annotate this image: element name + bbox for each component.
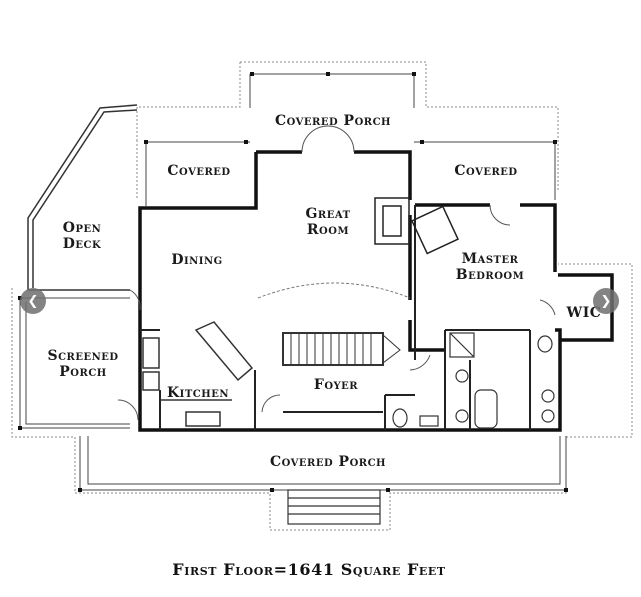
label-covered-right: Covered (454, 163, 517, 179)
label-dining: Dining (171, 252, 222, 268)
label-great-room-1: Great (305, 206, 350, 222)
label-open-deck-2: Deck (63, 236, 101, 252)
label-kitchen: Kitchen (167, 385, 229, 401)
label-covered-porch-bottom: Covered Porch (270, 454, 386, 470)
porch-posts (18, 72, 568, 492)
label-screened-porch-1: Screened (47, 348, 118, 364)
front-steps (287, 489, 381, 525)
label-open-deck-1: Open (63, 220, 101, 236)
chevron-left-icon[interactable]: ❮ (20, 288, 46, 314)
interior-walls (140, 205, 531, 430)
chevron-right-icon[interactable]: ❯ (593, 288, 619, 314)
floor-caption: First Floor=1641 Square Feet (172, 560, 446, 579)
label-master-bedroom-2: Bedroom (456, 267, 524, 283)
room-arc (257, 282, 411, 299)
label-covered-left: Covered (167, 163, 230, 179)
label-screened-porch-2: Porch (59, 364, 106, 380)
label-foyer: Foyer (314, 377, 358, 393)
label-master-bedroom-1: Master (462, 251, 519, 267)
floor-plan: Covered Porch Covered Covered Open Deck … (11, 61, 633, 531)
fireplace (374, 197, 460, 255)
label-covered-porch-top: Covered Porch (275, 113, 391, 129)
deck-outline (27, 104, 138, 291)
kitchen-island (142, 321, 254, 427)
exterior-walls (138, 150, 614, 432)
label-wic: WIC (566, 305, 602, 321)
doors (117, 125, 556, 421)
bath-fixtures (392, 332, 555, 429)
label-great-room-2: Room (307, 222, 349, 238)
porch-outlines (11, 61, 633, 531)
staircase (282, 332, 401, 366)
